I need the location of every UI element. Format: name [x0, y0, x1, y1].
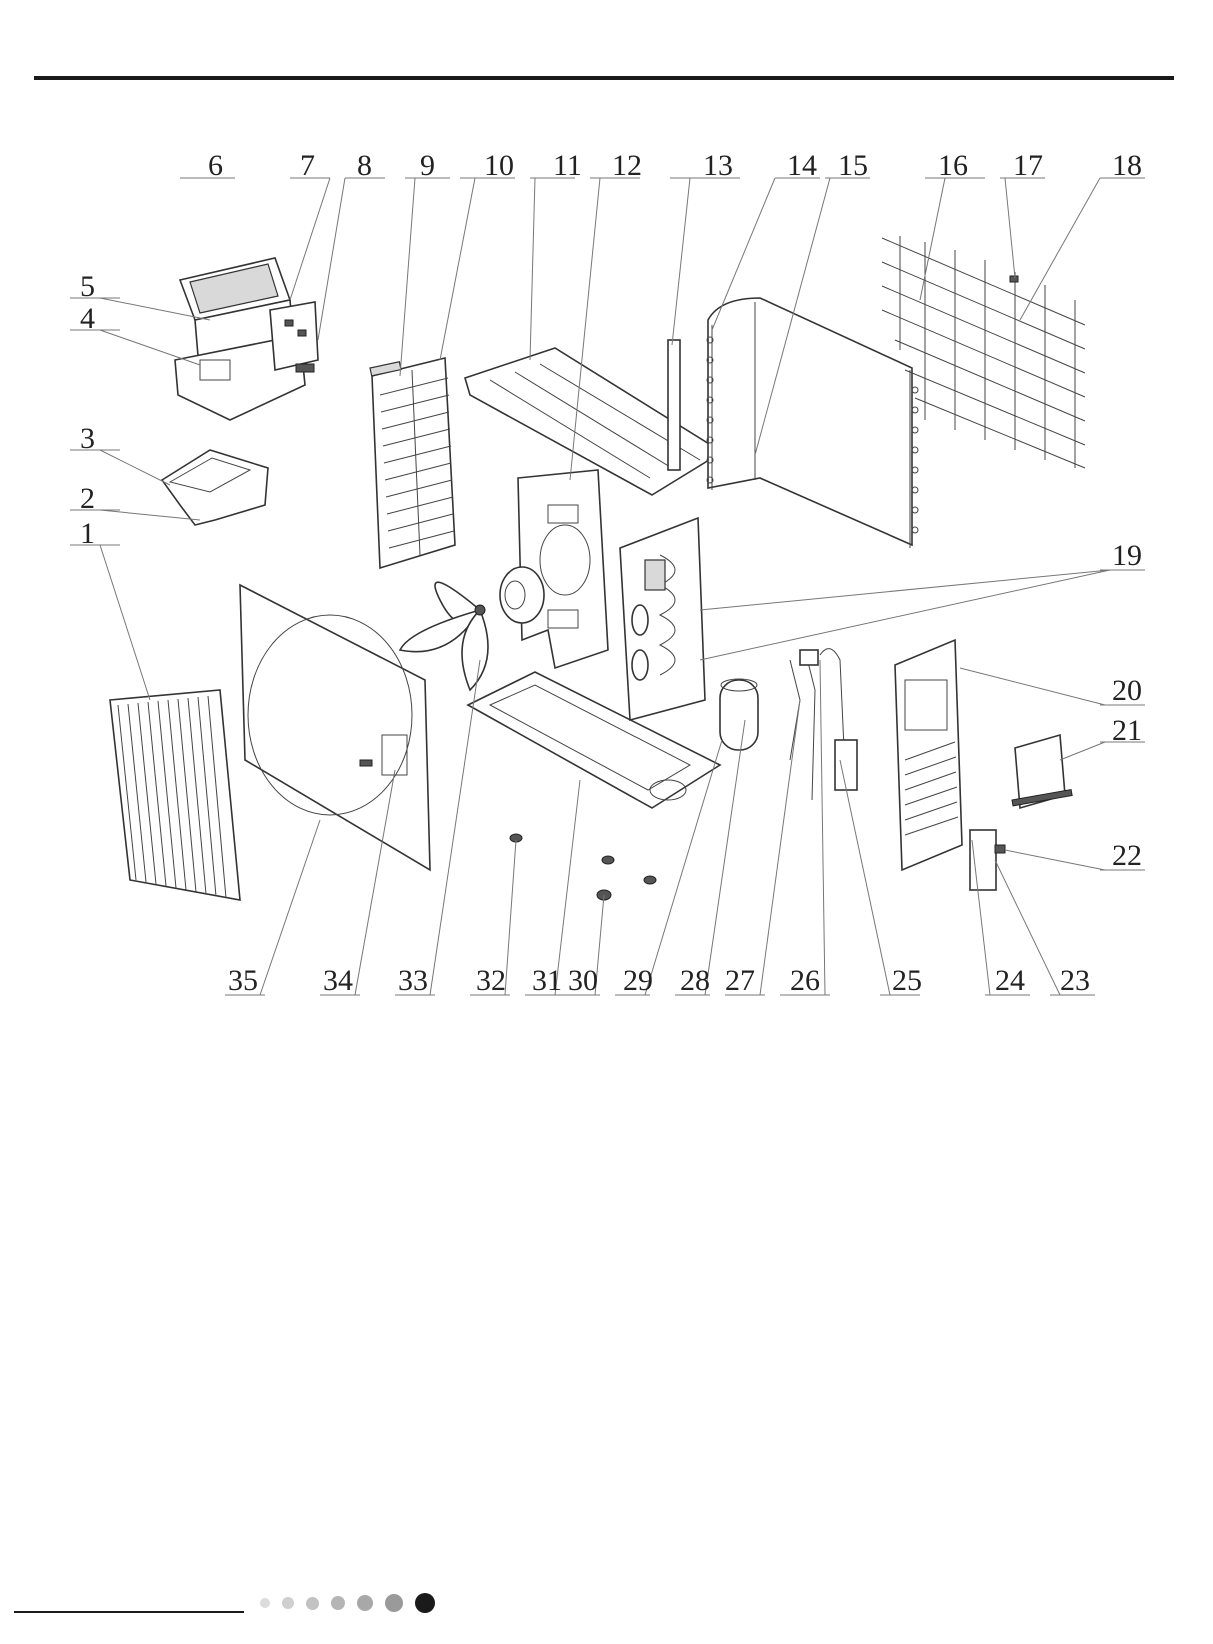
- part-label-12: 12: [612, 149, 642, 182]
- part-label-1: 1: [80, 517, 95, 550]
- part-label-10: 10: [484, 149, 514, 182]
- part-label-21: 21: [1112, 714, 1142, 747]
- part-label-7: 7: [300, 149, 315, 182]
- page-dot: [385, 1594, 403, 1612]
- handle-cover: [1012, 735, 1072, 808]
- part-label-20: 20: [1112, 674, 1142, 707]
- part-label-24: 24: [995, 964, 1025, 997]
- part-label-23: 23: [1060, 964, 1090, 997]
- part-label-14: 14: [787, 149, 817, 182]
- part-label-18: 18: [1112, 149, 1142, 182]
- electric-box: [175, 258, 318, 420]
- valve-piping: [790, 649, 857, 800]
- front-panel: [240, 585, 430, 870]
- part-label-25: 25: [892, 964, 922, 997]
- part-label-9: 9: [420, 149, 435, 182]
- side-plate-louvred: [370, 358, 455, 568]
- electric-box-cover: [162, 450, 268, 525]
- base-feet: [510, 834, 656, 900]
- condenser-coil: [668, 298, 918, 548]
- part-label-19: 19: [1112, 539, 1142, 572]
- front-grille: [110, 690, 240, 900]
- part-label-13: 13: [703, 149, 733, 182]
- part-label-11: 11: [553, 149, 582, 182]
- part-label-31: 31: [532, 964, 562, 997]
- part-label-16: 16: [938, 149, 968, 182]
- right-side-panel: [895, 640, 962, 870]
- part-label-2: 2: [80, 482, 95, 515]
- compressor: [720, 679, 758, 750]
- part-label-3: 3: [80, 422, 95, 455]
- exploded-view-diagram: 1 2 3 4 5 6 7 8 9 10 11 12 13 14 15 16 1…: [0, 0, 1213, 1050]
- part-label-35: 35: [228, 964, 258, 997]
- page-dot: [415, 1593, 435, 1613]
- footer-rule: [14, 1611, 244, 1613]
- part-label-28: 28: [680, 964, 710, 997]
- part-drawings: [110, 236, 1085, 900]
- part-label-27: 27: [725, 964, 755, 997]
- part-label-6: 6: [208, 149, 223, 182]
- part-label-33: 33: [398, 964, 428, 997]
- part-label-32: 32: [476, 964, 506, 997]
- page-dot: [331, 1596, 345, 1610]
- valve-support: [970, 830, 1005, 890]
- page-indicator-dots: [260, 1586, 447, 1620]
- isolation-plate: [620, 518, 705, 720]
- part-label-8: 8: [357, 149, 372, 182]
- part-label-34: 34: [323, 964, 353, 997]
- part-label-30: 30: [568, 964, 598, 997]
- page-dot: [282, 1597, 294, 1609]
- page-dot: [306, 1597, 319, 1610]
- part-label-15: 15: [838, 149, 868, 182]
- part-label-5: 5: [80, 270, 95, 303]
- part-label-22: 22: [1112, 839, 1142, 872]
- page-dot: [260, 1598, 270, 1608]
- part-label-17: 17: [1013, 149, 1043, 182]
- part-label-29: 29: [623, 964, 653, 997]
- page-dot: [357, 1595, 373, 1611]
- fan-motor: [500, 567, 544, 623]
- part-label-26: 26: [790, 964, 820, 997]
- part-label-4: 4: [80, 302, 95, 335]
